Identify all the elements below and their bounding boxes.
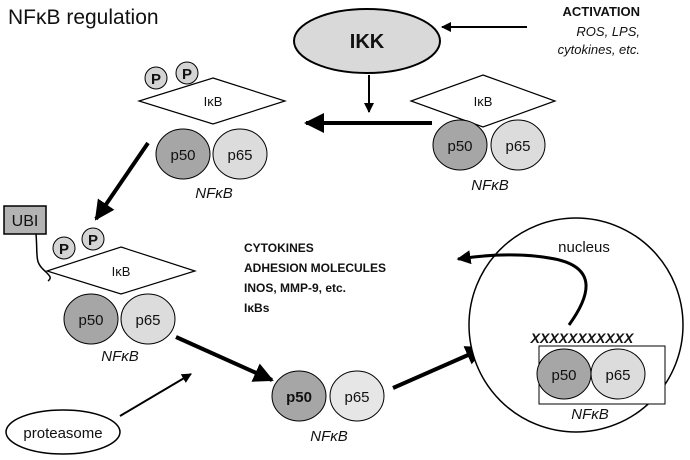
- degradation-arrow: [175, 335, 274, 382]
- phosphate-label: P: [59, 241, 69, 258]
- ubi-box: [3, 205, 47, 235]
- proteasome-node: proteasome: [5, 409, 121, 455]
- complex-phosphorylated: P P IκB p50 p65 NFκB: [136, 61, 287, 202]
- p65-subunit: [329, 370, 385, 422]
- free-nfkb: p50 p65 NFκB: [271, 370, 385, 445]
- target-gene: IκBs: [244, 301, 270, 315]
- nucleus: nucleus XXXXXXXXXXX p50 p65 NFκB: [468, 217, 684, 433]
- ikb-diamond: [409, 74, 557, 128]
- ikb-diamond: [45, 246, 197, 295]
- p65-subunit: [590, 348, 646, 400]
- target-gene: INOS, MMP-9, etc.: [244, 281, 346, 295]
- phosphate-label: P: [88, 232, 98, 249]
- proteasome-arrow: [119, 373, 192, 417]
- phosphate-circle: [81, 227, 105, 251]
- activation-heading: ACTIVATION: [562, 4, 640, 19]
- nfkb-label: NFκB: [310, 428, 348, 445]
- p50-label: p50: [551, 367, 576, 384]
- phosphate-label: P: [151, 71, 161, 88]
- translocation-arrow: [392, 346, 486, 390]
- ikb-label: IκB: [112, 264, 131, 279]
- transcription-arrow: [456, 250, 588, 326]
- ikb-diamond: [136, 77, 287, 125]
- target-gene: CYTOKINES: [244, 241, 314, 255]
- phosphate-circle: [52, 236, 76, 260]
- p50-subunit: [155, 128, 211, 180]
- p65-label: p65: [344, 389, 369, 406]
- dna-sequence: XXXXXXXXXXX: [530, 330, 635, 346]
- phosphate-circle: [144, 66, 168, 90]
- p65-subunit: [212, 128, 268, 180]
- p50-label: p50: [447, 138, 472, 155]
- activation-label: ACTIVATION ROS, LPS, cytokines, etc.: [558, 4, 640, 57]
- ikb-label: IκB: [204, 94, 223, 109]
- proteasome-ellipse: [5, 409, 121, 455]
- ikk-ellipse: [293, 8, 441, 74]
- ikk-node: IKK: [293, 8, 441, 74]
- ubi-linker: [35, 233, 51, 282]
- p50-label: p50: [286, 389, 312, 406]
- activation-stimuli-line1: ROS, LPS,: [576, 24, 640, 39]
- p50-label: p50: [170, 147, 195, 164]
- p50-subunit: [432, 119, 488, 171]
- p65-label: p65: [605, 367, 630, 384]
- proteasome-label: proteasome: [23, 425, 102, 442]
- ikb-label: IκB: [474, 94, 493, 109]
- phosphate-circle: [175, 61, 199, 85]
- nucleus-label: nucleus: [558, 239, 610, 256]
- p65-subunit: [120, 293, 176, 345]
- target-genes-list: CYTOKINES ADHESION MOLECULES INOS, MMP-9…: [244, 241, 386, 315]
- p50-subunit: [63, 293, 119, 345]
- nfkb-label: NFκB: [195, 185, 233, 202]
- target-gene: ADHESION MOLECULES: [244, 261, 386, 275]
- p65-label: p65: [135, 312, 160, 329]
- ubiquitination-arrow: [94, 141, 150, 221]
- complex-ubiquitinated: UBI P P IκB p50 p65 NFκB: [3, 205, 197, 365]
- p50-subunit: [271, 370, 327, 422]
- nfkb-label: NFκB: [571, 406, 609, 423]
- p65-label: p65: [505, 138, 530, 155]
- p65-subunit: [490, 119, 546, 171]
- nfkb-label: NFκB: [471, 177, 509, 194]
- p65-label: p65: [227, 147, 252, 164]
- p50-label: p50: [78, 312, 103, 329]
- complex-inactive: IκB p50 p65 NFκB: [409, 74, 557, 194]
- ikk-label: IKK: [350, 31, 385, 53]
- phosphate-label: P: [182, 66, 192, 83]
- activation-stimuli-line2: cytokines, etc.: [558, 42, 640, 57]
- diagram-title: NFκB regulation: [8, 6, 159, 29]
- ubi-label: UBI: [12, 213, 39, 230]
- nfkb-label: NFκB: [101, 348, 139, 365]
